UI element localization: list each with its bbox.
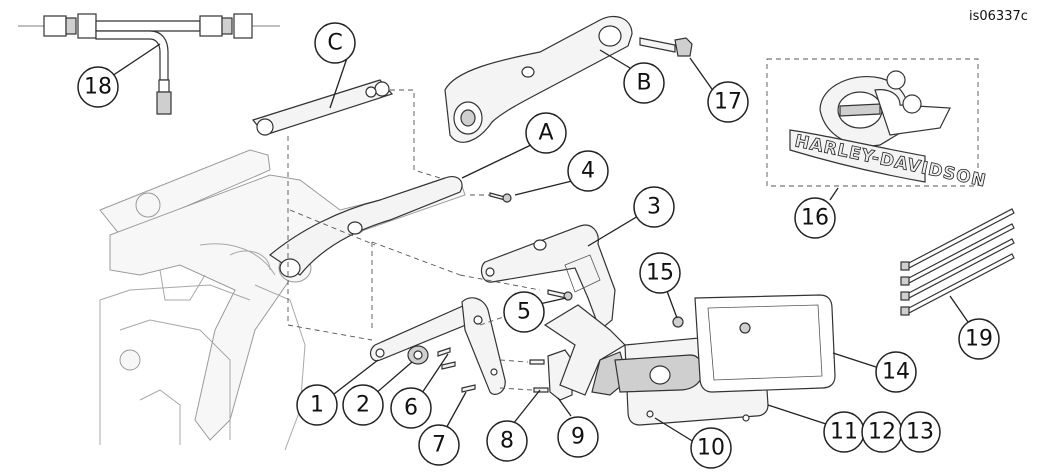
callout-1: 1 xyxy=(296,384,338,426)
callout-13-label: 13 xyxy=(906,420,934,445)
emblem-part-16: HARLEY-DAVIDSON xyxy=(766,58,989,192)
bolt-part-17 xyxy=(639,37,693,57)
screw-part-7 xyxy=(461,384,476,393)
callout-A-label: A xyxy=(538,121,553,146)
plate-frame-part-14 xyxy=(694,294,836,393)
callout-10-label: 10 xyxy=(697,436,725,461)
callout-A: A xyxy=(525,112,567,154)
callout-17: 17 xyxy=(707,81,749,123)
leader-lines xyxy=(111,43,969,443)
callout-17-label: 17 xyxy=(714,90,742,115)
bolt-part-5 xyxy=(547,289,573,301)
callout-19-label: 19 xyxy=(965,327,993,352)
callout-13: 13 xyxy=(899,411,941,453)
side-plate xyxy=(461,297,506,395)
callout-6-label: 6 xyxy=(404,396,418,421)
callout-3-label: 3 xyxy=(647,195,661,220)
callout-18-label: 18 xyxy=(84,75,112,100)
callout-16-label: 16 xyxy=(801,206,829,231)
callout-4-label: 4 xyxy=(581,159,595,184)
screws-part-6 xyxy=(437,347,456,370)
wiring-harness-part-18 xyxy=(18,13,280,115)
callout-8-label: 8 xyxy=(500,429,514,454)
callout-3: 3 xyxy=(633,186,675,228)
swingarm-part-A xyxy=(268,176,463,278)
callout-B-label: B xyxy=(636,71,651,96)
emblem-text: HARLEY-DAVIDSON xyxy=(793,131,988,191)
callout-C-label: C xyxy=(327,31,342,56)
callout-5: 5 xyxy=(503,291,545,333)
callout-11: 11 xyxy=(823,411,865,453)
callout-6: 6 xyxy=(390,387,432,429)
callout-18: 18 xyxy=(77,66,119,108)
screw-part-4 xyxy=(489,192,512,203)
callout-12-label: 12 xyxy=(868,420,896,445)
callout-10: 10 xyxy=(690,427,732,469)
callout-1-label: 1 xyxy=(310,393,324,418)
callout-2: 2 xyxy=(342,384,384,426)
spacer-part-2 xyxy=(407,345,429,365)
callout-8: 8 xyxy=(486,420,528,462)
callout-14: 14 xyxy=(875,351,917,393)
callout-14-label: 14 xyxy=(882,360,910,385)
callout-15-label: 15 xyxy=(646,261,674,286)
fastener-part-15 xyxy=(672,316,684,328)
callout-11-label: 11 xyxy=(830,420,858,445)
callout-16: 16 xyxy=(794,197,836,239)
swingarm-part-B xyxy=(444,15,633,143)
screws-part-8 xyxy=(529,359,549,393)
callout-C: C xyxy=(314,22,356,64)
callout-12: 12 xyxy=(861,411,903,453)
callout-9: 9 xyxy=(557,416,599,458)
callout-2-label: 2 xyxy=(356,393,370,418)
callout-19: 19 xyxy=(958,318,1000,360)
bar-part-C xyxy=(251,79,394,136)
callout-B: B xyxy=(623,62,665,104)
callout-7: 7 xyxy=(418,424,460,466)
mounting-plate-part-3 xyxy=(480,224,616,332)
cable-ties-part-19 xyxy=(900,208,1015,316)
callout-5-label: 5 xyxy=(517,300,531,325)
callout-15: 15 xyxy=(639,252,681,294)
reference-code: is06337c xyxy=(969,9,1028,24)
callout-9-label: 9 xyxy=(571,425,585,450)
callout-4: 4 xyxy=(567,150,609,192)
callout-7-label: 7 xyxy=(432,433,446,458)
assembly-guide-lines xyxy=(287,89,541,391)
